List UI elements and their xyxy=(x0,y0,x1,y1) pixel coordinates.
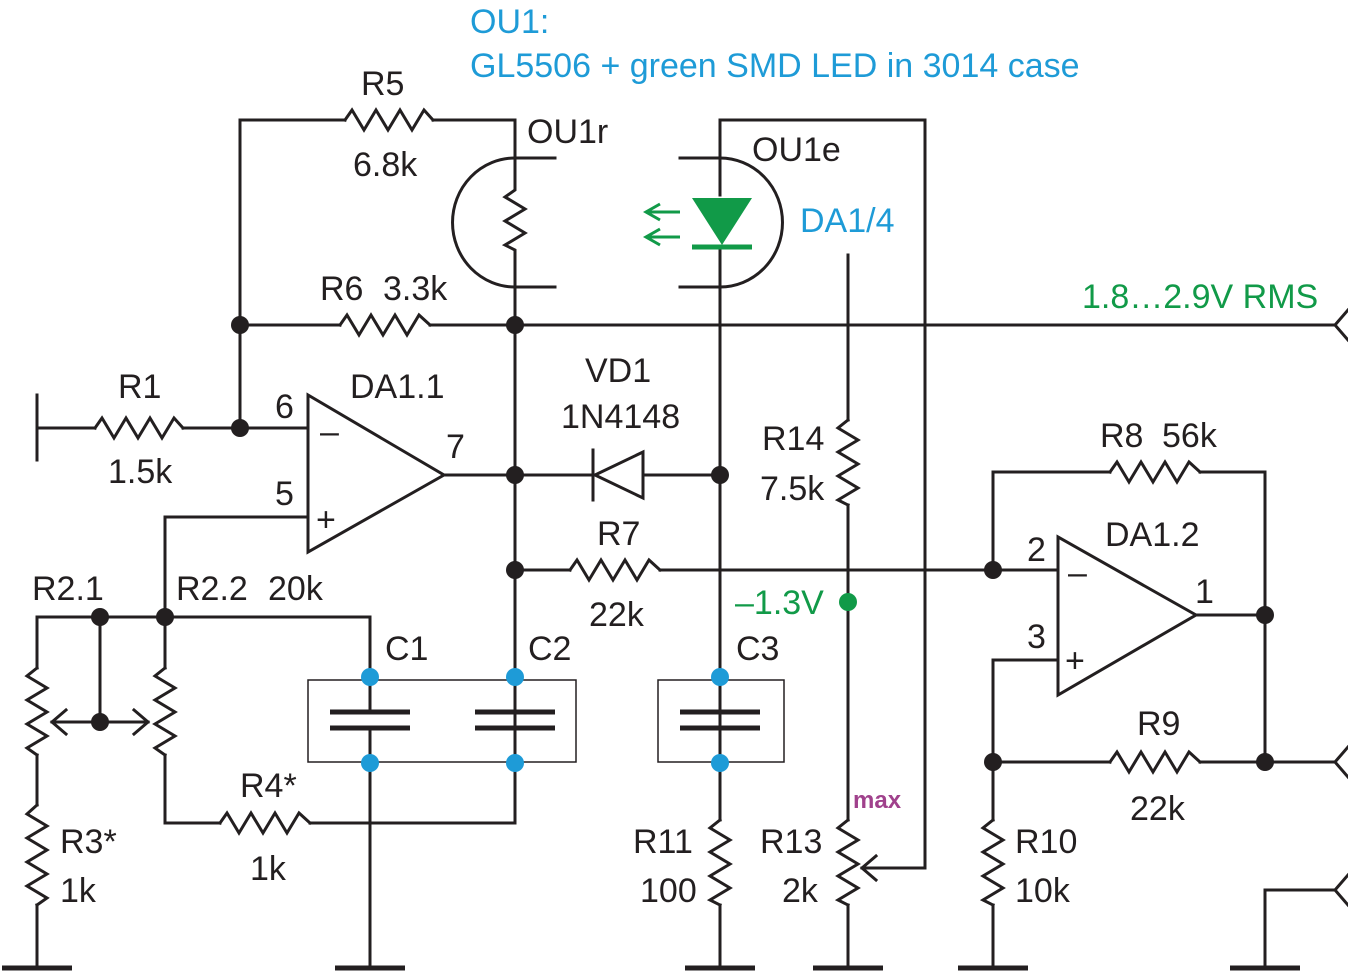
r2-1-label: R2.1 xyxy=(32,570,104,608)
da1-2-pin-3: 3 xyxy=(1027,618,1046,656)
resistor-r14 xyxy=(834,417,861,508)
resistor-r5 xyxy=(342,107,436,133)
r8-value: 56k xyxy=(1162,417,1218,455)
r9-label: R9 xyxy=(1137,705,1180,743)
capacitor-c2 xyxy=(475,703,555,731)
r6-value: 3.3k xyxy=(383,270,448,308)
test-point-dot xyxy=(839,593,857,611)
resistor-r7 xyxy=(567,557,663,583)
resistor-r1 xyxy=(92,415,186,441)
wires xyxy=(35,118,1337,970)
c1-label: C1 xyxy=(385,630,428,668)
r13-value: 2k xyxy=(782,872,819,910)
da1-1-pin-5: 5 xyxy=(275,475,294,513)
potentiometer-r13 xyxy=(834,817,879,908)
da1-2-plus-sign: + xyxy=(1065,642,1085,680)
r4-value: 1k xyxy=(250,850,287,888)
da1-2-pin-2: 2 xyxy=(1027,531,1046,569)
c3-label: C3 xyxy=(736,630,779,668)
r8-label: R8 xyxy=(1100,417,1143,455)
resistor-r10 xyxy=(979,817,1006,908)
photoresistor-ou1r xyxy=(451,156,557,289)
da1-2-minus-sign: – xyxy=(1068,554,1087,592)
pot-max-label: max xyxy=(853,787,902,814)
r1-label: R1 xyxy=(118,368,161,406)
da1-1-plus-sign: + xyxy=(316,501,336,539)
resistor-r4 xyxy=(217,810,313,836)
r7-label: R7 xyxy=(597,515,640,553)
da1-2-label: DA1.2 xyxy=(1105,516,1200,554)
resistor-r3 xyxy=(24,802,50,908)
r9-value: 22k xyxy=(1130,790,1186,828)
optocoupler-title: OU1: xyxy=(470,3,549,41)
capacitor-c1 xyxy=(330,703,410,731)
capacitor-box-c1-c2 xyxy=(307,679,577,763)
r10-value: 10k xyxy=(1015,872,1071,910)
r13-label: R13 xyxy=(760,823,822,861)
r10-label: R10 xyxy=(1015,823,1077,861)
r7-value: 22k xyxy=(589,596,645,634)
r11-label: R11 xyxy=(633,823,693,861)
potentiometer-r2-2 xyxy=(152,665,178,758)
ou1r-label: OU1r xyxy=(527,113,608,151)
r5-label: R5 xyxy=(361,65,404,103)
vd1-label: VD1 xyxy=(585,352,651,390)
led-ou1e xyxy=(642,156,784,289)
voltage-point-label: –1.3V xyxy=(735,584,824,622)
output-level-label: 1.8…2.9V RMS xyxy=(1082,278,1318,316)
potentiometer-r2-1 xyxy=(24,665,50,758)
c2-label: C2 xyxy=(528,630,571,668)
r5-value: 6.8k xyxy=(353,146,418,184)
resistor-r11 xyxy=(706,817,733,908)
da1-1-label: DA1.1 xyxy=(350,368,445,406)
resistor-r9 xyxy=(1107,749,1203,775)
da1-1-pin-6: 6 xyxy=(275,388,294,426)
r11-value: 100 xyxy=(640,872,697,910)
r14-label: R14 xyxy=(762,420,824,458)
r3-label: R3* xyxy=(60,823,117,861)
r1-value: 1.5k xyxy=(108,453,173,491)
resistor-r6 xyxy=(337,312,433,338)
output-terminals xyxy=(1333,307,1348,908)
optocoupler-description: GL5506 + green SMD LED in 3014 case xyxy=(470,47,1080,85)
diode-vd1 xyxy=(583,448,647,502)
capacitor-pin-dots xyxy=(361,668,729,772)
opamp-da1-1 xyxy=(306,392,448,555)
resistor-r8 xyxy=(1107,459,1203,485)
da1-1-pin-7: 7 xyxy=(446,428,465,466)
r2-2-value: 20k xyxy=(268,570,324,608)
da1-4-label: DA1/4 xyxy=(800,202,895,240)
junction-dots xyxy=(91,316,1274,771)
r2-2-label: R2.2 xyxy=(176,570,248,608)
r3-value: 1k xyxy=(60,872,97,910)
r4-label: R4* xyxy=(240,767,297,805)
r6-label: R6 xyxy=(320,270,363,308)
da1-1-minus-sign: – xyxy=(320,413,339,451)
ou1e-label: OU1e xyxy=(752,131,841,169)
r14-value: 7.5k xyxy=(760,470,825,508)
opamp-da1-2 xyxy=(1056,534,1200,698)
capacitor-c3 xyxy=(680,709,760,731)
da1-2-pin-1: 1 xyxy=(1195,573,1214,611)
vd1-part: 1N4148 xyxy=(561,398,680,436)
